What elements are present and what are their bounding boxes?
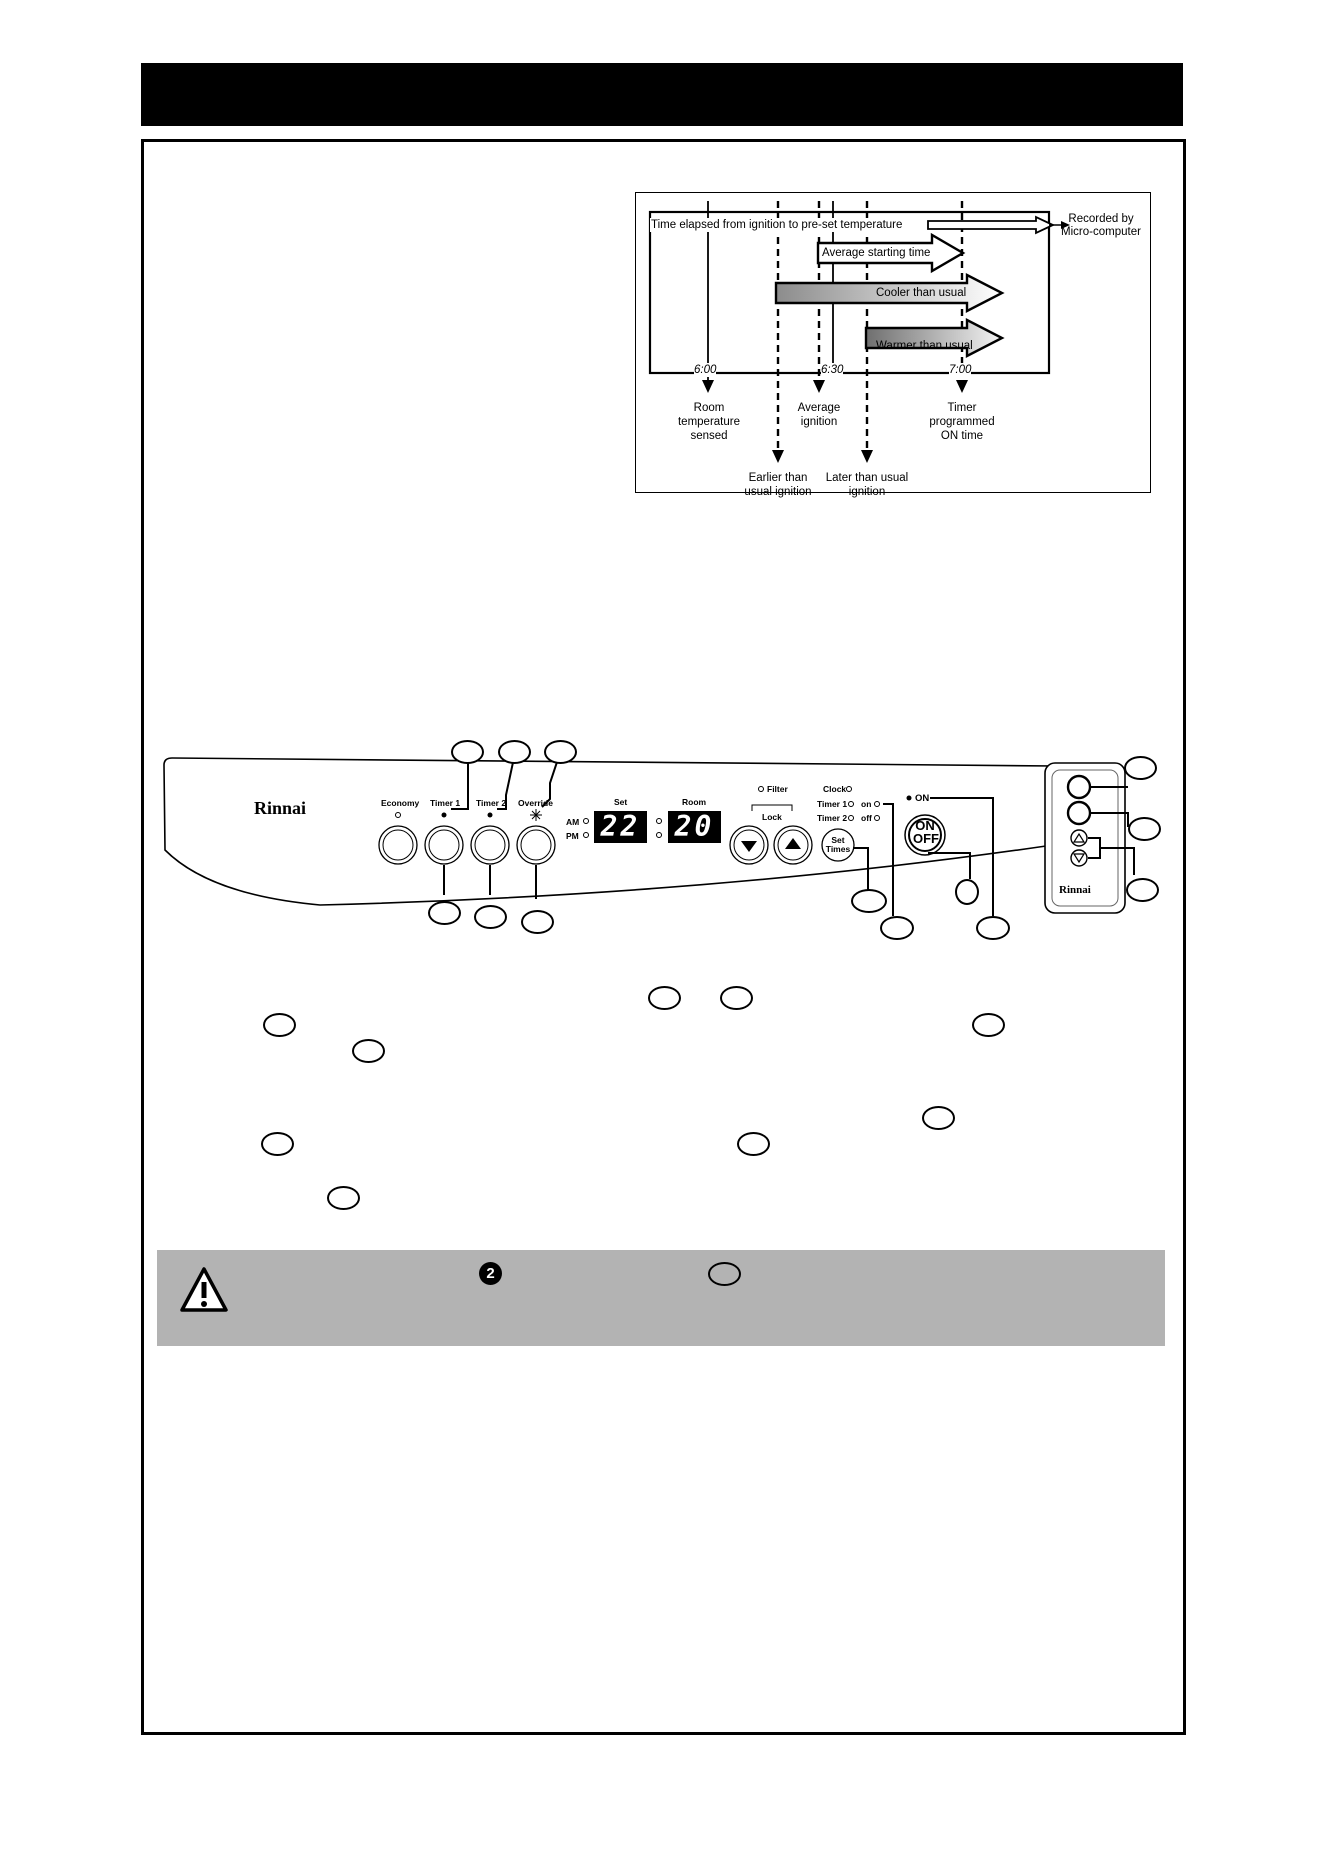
callout-oval: [851, 889, 887, 913]
cooler-arrow: [774, 273, 1005, 313]
cooler-label: Cooler than usual: [876, 287, 967, 299]
am-label: AM: [566, 817, 580, 827]
inline-ref-oval: [720, 986, 753, 1010]
callout-oval: [521, 910, 554, 934]
callout-oval: [544, 740, 577, 764]
economy-label: Economy: [381, 798, 420, 808]
timer2-label: Timer 2: [476, 798, 507, 808]
timer1-label: Timer 1: [430, 798, 461, 808]
filter-label: Filter: [767, 784, 788, 794]
time-600: 6:00: [694, 363, 717, 377]
override-label: Override: [518, 798, 553, 808]
on-indicator-label: ON: [915, 793, 930, 804]
callout-oval: [880, 916, 914, 940]
time-630: 6:30: [821, 363, 844, 377]
diagram-inner-frame: [648, 210, 1051, 375]
callout-oval: [1128, 817, 1161, 841]
control-panel-graphics: [163, 752, 1135, 916]
room-label: Room: [682, 797, 707, 807]
timer2-status-label: Timer 2: [817, 813, 848, 823]
average-start-arrow: [816, 232, 966, 274]
average-start-label: Average starting time: [822, 247, 931, 259]
warning-box: 2: [157, 1250, 1165, 1346]
callout-oval: [498, 740, 531, 764]
on-off-button-top: ON: [915, 818, 935, 833]
warning-triangle-icon: [180, 1267, 228, 1312]
event-average: Average ignition: [797, 402, 841, 428]
set-label: Set: [614, 797, 628, 807]
event-later: Later than usual ignition: [825, 472, 909, 498]
pm-label: PM: [566, 831, 579, 841]
time-700: 7:00: [949, 363, 972, 377]
set-temperature-display: 22: [600, 810, 641, 843]
inline-ref-oval: [708, 1262, 741, 1286]
circled-number: 2: [479, 1262, 502, 1285]
event-earlier: Earlier than usual ignition: [744, 472, 812, 498]
inline-ref-oval: [263, 1013, 296, 1037]
callout-oval: [955, 879, 979, 905]
room-temperature-display: 20: [674, 810, 715, 843]
warmer-arrow: [864, 318, 1005, 358]
event-room-temp: Room temperature sensed: [677, 402, 740, 442]
control-panel: Rinnai Economy Timer 1 Timer 2 Override …: [150, 735, 1170, 935]
on-off-button-bottom: OFF: [913, 831, 939, 846]
elapsed-label: Time elapsed from ignition to pre-set te…: [650, 218, 904, 232]
inline-ref-oval: [972, 1013, 1005, 1037]
callout-oval: [428, 901, 461, 925]
callout-oval: [976, 916, 1010, 940]
set-times-label: Set Times: [825, 835, 851, 854]
panel-brand: Rinnai: [254, 798, 307, 818]
inline-ref-oval: [261, 1132, 294, 1156]
inline-ref-oval: [352, 1039, 385, 1063]
callout-oval: [474, 905, 507, 929]
recorded-label: Recorded by Micro-computer: [1061, 213, 1141, 238]
inline-ref-oval: [648, 986, 681, 1010]
remote-brand: Rinnai: [1059, 884, 1091, 896]
warmer-label: Warmer than usual: [876, 340, 973, 352]
lock-label: Lock: [762, 812, 782, 822]
inline-ref-oval: [737, 1132, 770, 1156]
timing-diagram-graphics: [648, 201, 1070, 463]
clock-label: Clock: [823, 784, 847, 794]
inline-ref-oval: [327, 1186, 360, 1210]
callout-oval: [1124, 756, 1157, 780]
on-status-label: on: [861, 799, 872, 809]
page-frame: [141, 139, 1186, 1735]
recorded-arrow: [927, 215, 1056, 235]
callout-oval: [451, 740, 484, 764]
timing-diagram: Time elapsed from ignition to pre-set te…: [635, 192, 1151, 498]
event-timer-on: Timer programmed ON time: [929, 402, 995, 442]
inline-ref-oval: [922, 1106, 955, 1130]
header-bar: [141, 63, 1183, 126]
timer1-status-label: Timer 1: [817, 799, 848, 809]
callout-oval: [1126, 878, 1159, 902]
off-status-label: off: [861, 813, 872, 823]
